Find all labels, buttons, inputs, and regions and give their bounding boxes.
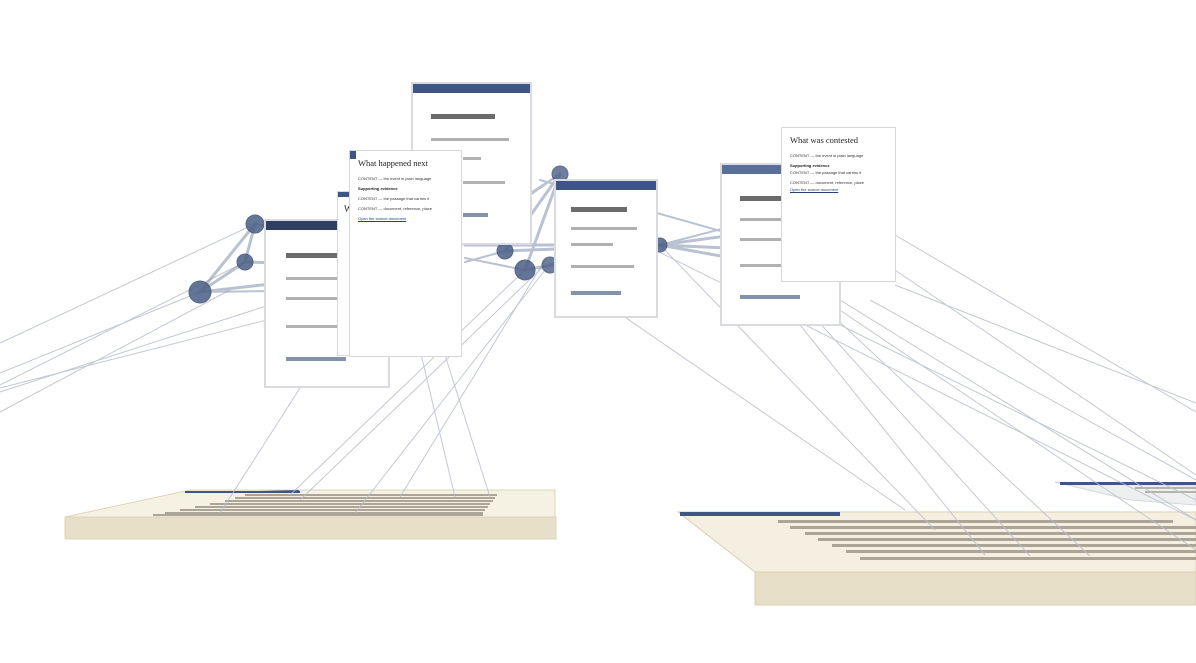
card-header — [413, 84, 530, 93]
source-link[interactable]: Open the source document — [790, 187, 839, 192]
card-header — [266, 221, 388, 230]
node — [245, 214, 265, 234]
document-slab-right[interactable] — [676, 511, 1196, 606]
node — [188, 280, 212, 304]
card-center[interactable] — [554, 179, 658, 318]
document-slab-left[interactable] — [64, 489, 557, 540]
card-header — [722, 165, 839, 174]
supporting-label: Supporting evidence — [790, 163, 830, 168]
content-line: CONTENT — the passage that carries it — [790, 170, 862, 175]
card-title-fragment: W — [344, 204, 370, 214]
node — [496, 242, 514, 260]
document-slab-far-right[interactable] — [1054, 481, 1196, 506]
content-line: CONTENT — the event in plain language — [358, 176, 432, 181]
card-what-was-contested[interactable]: What was contested CONTENT — the event i… — [781, 127, 896, 282]
card-header — [556, 181, 656, 190]
card-what-happened-next[interactable]: What happened next CONTENT — the event i… — [349, 150, 462, 357]
node — [236, 253, 254, 271]
card-title: What happened next — [358, 158, 428, 168]
content-line: CONTENT — document, reference, place — [358, 206, 432, 211]
node — [514, 259, 536, 281]
card-accent — [350, 151, 356, 159]
card-title: What was contested — [790, 135, 858, 145]
content-line: CONTENT — the event in plain language — [790, 153, 864, 158]
link-lines — [0, 223, 1196, 557]
content-line: CONTENT — the passage that carries it — [358, 196, 430, 201]
content-line: CONTENT — document, reference, place — [790, 180, 864, 185]
source-link[interactable]: Open the source document — [358, 216, 407, 221]
supporting-label: Supporting evidence — [358, 186, 398, 191]
